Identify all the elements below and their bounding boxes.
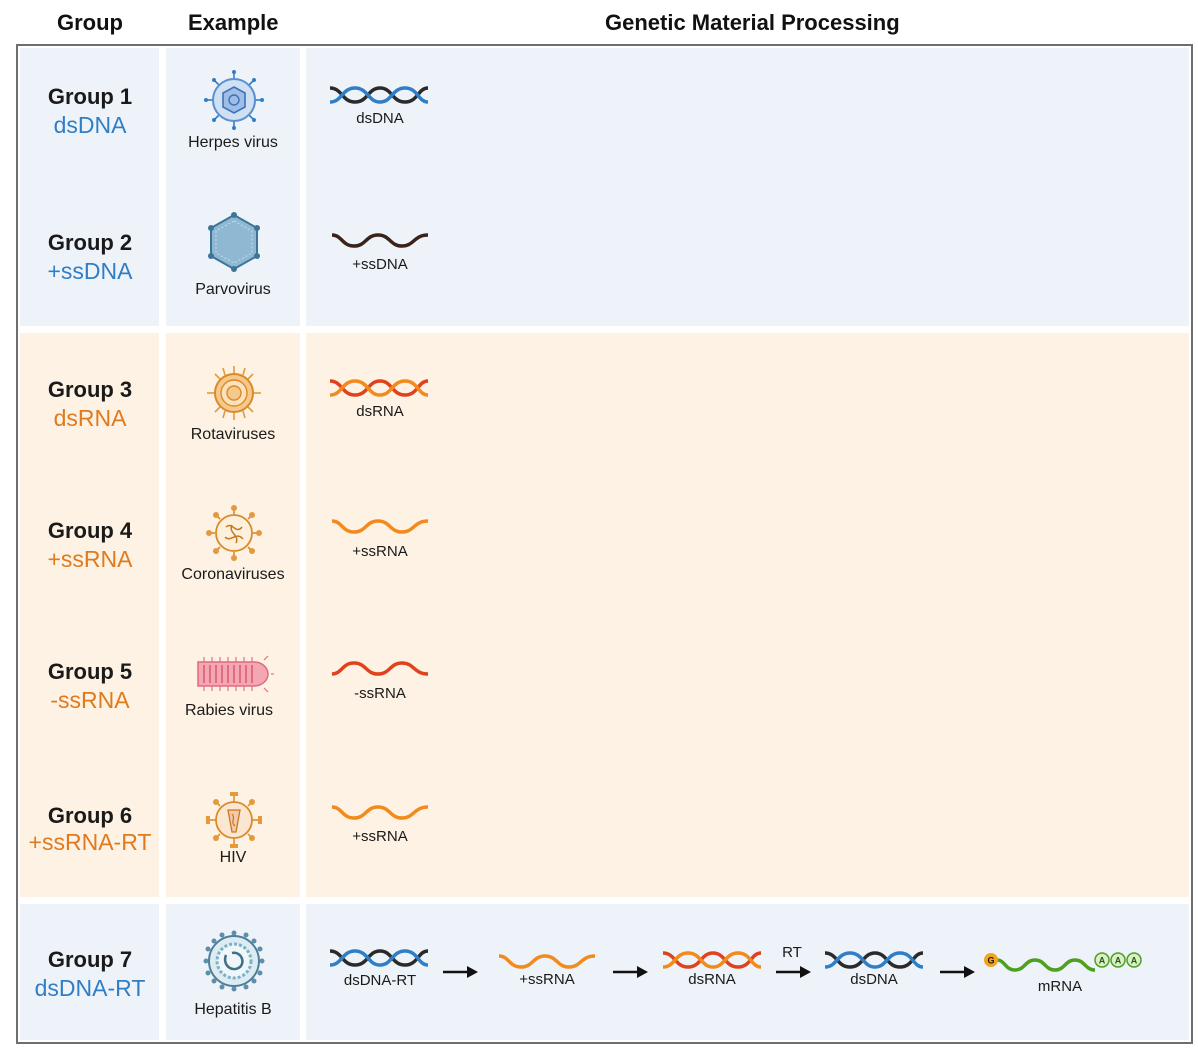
rt-label: RT — [782, 944, 802, 961]
negative-ssrna-strand-icon — [331, 661, 429, 676]
herpes-virus-icon — [204, 70, 264, 130]
pathway-dsrna-strand-icon — [662, 951, 762, 969]
group-4-type: +ssRNA — [47, 546, 133, 572]
group-1-type: dsDNA — [53, 112, 127, 138]
group-6-type: +ssRNA-RT — [28, 829, 152, 855]
poly-a-label: A — [1099, 956, 1106, 966]
mrna-cap-label: G — [987, 956, 994, 966]
group-5-name: Group 5 — [47, 659, 133, 684]
group-2-name: Group 2 — [47, 230, 133, 255]
arrow-right-icon — [940, 966, 975, 978]
arrow-right-icon — [613, 966, 648, 978]
group-1-name: Group 1 — [47, 84, 133, 109]
group-3-example: Rotaviruses — [190, 426, 276, 443]
positive-ssrna-strand-icon — [331, 519, 429, 534]
group-1-example: Herpes virus — [188, 134, 278, 151]
pathway-step-5-label: mRNA — [1037, 978, 1083, 995]
group-4-name: Group 4 — [47, 518, 133, 543]
group-4-material: +ssRNA — [352, 543, 408, 560]
pathway-dsdna-rt-strand-icon — [329, 949, 429, 967]
dsrna-strand-icon — [329, 379, 429, 397]
header-example: Example — [188, 10, 279, 35]
band-processing-col-dna — [306, 48, 1189, 326]
band-group-col-rna — [20, 333, 159, 897]
group-6-material: +ssRNA — [352, 828, 408, 845]
group-1-material: dsDNA — [356, 110, 404, 127]
group-5-example: Rabies virus — [184, 702, 274, 719]
group-2-type: +ssDNA — [47, 258, 133, 284]
hepatitis-b-icon — [203, 930, 265, 992]
group-4-example: Coronaviruses — [181, 566, 285, 583]
pathway-step-2-label: +ssRNA — [519, 971, 575, 988]
group-5-type: -ssRNA — [50, 687, 130, 713]
group-7-example: Hepatitis B — [194, 1001, 272, 1018]
ssdna-strand-icon — [331, 233, 429, 248]
group-3-name: Group 3 — [47, 377, 133, 402]
arrow-right-icon — [443, 966, 478, 978]
poly-a-label: A — [1115, 956, 1122, 966]
group-3-material: dsRNA — [356, 403, 404, 420]
band-group-col-rt — [20, 904, 159, 1040]
pathway-step-3-label: dsRNA — [688, 971, 736, 988]
band-group-col-dna — [20, 48, 159, 326]
rotavirus-icon — [207, 366, 261, 420]
pathway-ssrna-strand-icon — [498, 954, 596, 969]
pathway-dsdna-strand-icon — [824, 951, 924, 969]
parvovirus-icon — [208, 212, 260, 272]
rabies-virus-icon — [197, 655, 274, 693]
poly-a-label: A — [1131, 956, 1138, 966]
hiv-icon — [206, 792, 262, 848]
group-5-material: -ssRNA — [354, 685, 406, 702]
group-3-type: dsRNA — [53, 405, 127, 431]
coronavirus-icon — [206, 505, 262, 561]
arrow-right-icon — [776, 966, 811, 978]
header-processing: Genetic Material Processing — [605, 10, 900, 35]
group-7-type: dsDNA-RT — [34, 975, 146, 1001]
mrna-strand-icon: G A A A — [984, 952, 1142, 972]
group-2-material: +ssDNA — [352, 256, 408, 273]
group-2-example: Parvovirus — [195, 281, 271, 298]
group-6-example: HIV — [219, 849, 247, 866]
pathway-step-4-label: dsDNA — [850, 971, 898, 988]
band-processing-col-rna — [306, 333, 1189, 897]
pathway-step-1-label: dsDNA-RT — [343, 972, 417, 989]
group-7-name: Group 7 — [47, 947, 133, 972]
group-6-name: Group 6 — [47, 803, 133, 828]
dsdna-strand-icon — [329, 86, 429, 104]
positive-ssrna-rt-strand-icon — [331, 805, 429, 820]
header-group: Group — [57, 10, 123, 35]
